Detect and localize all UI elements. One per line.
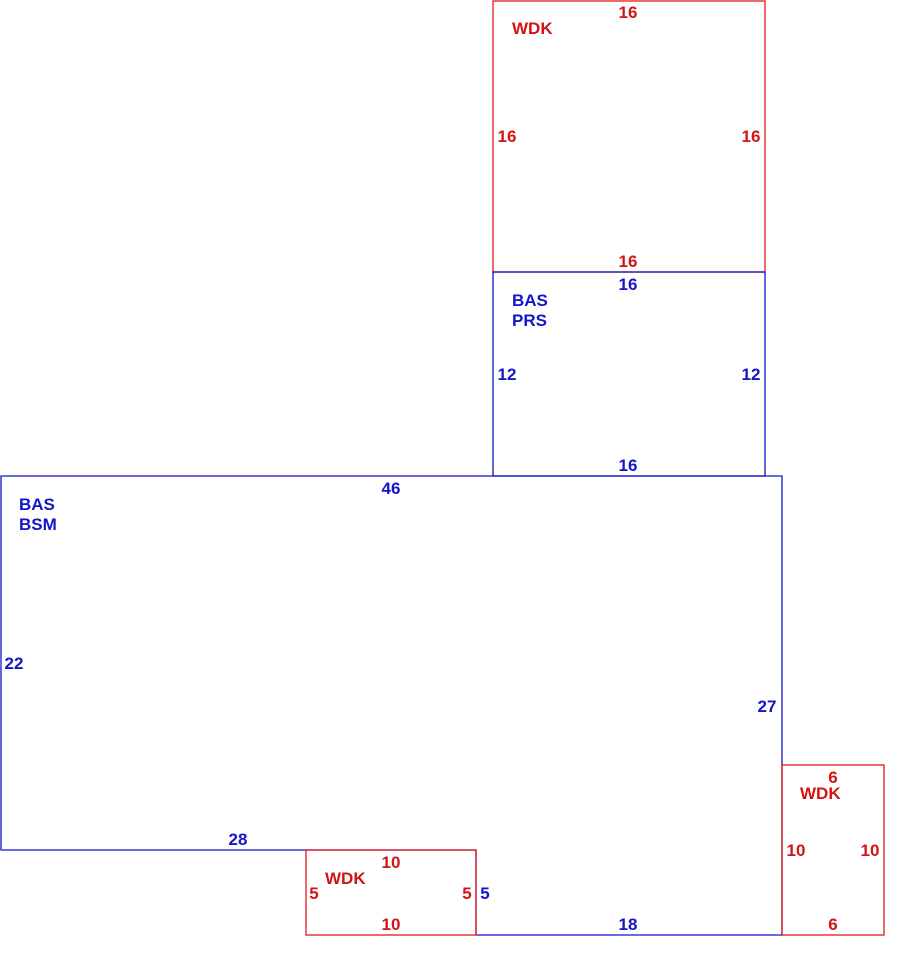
- wdk-top-bottom-dim: 16: [619, 252, 638, 271]
- wdk-bottom-area: WDK 10 5 5 10: [305, 849, 477, 936]
- wdk-right-area: WDK 6 10 10 6: [781, 764, 885, 936]
- wdk-bottom-top-dim: 10: [382, 853, 401, 872]
- wdk-bottom-label: WDK: [325, 869, 366, 888]
- bas-bsm-left-dim: 22: [5, 654, 24, 673]
- bas-prs-label-2: PRS: [512, 311, 547, 330]
- wdk-bottom-outline: [305, 849, 477, 936]
- bas-prs-left-dim: 12: [498, 365, 517, 384]
- wdk-right-top-dim: 6: [828, 768, 837, 787]
- wdk-bottom-bottom-dim: 10: [382, 915, 401, 934]
- bas-bsm-bottom-right-dim: 18: [619, 915, 638, 934]
- wdk-right-left-dim: 10: [787, 841, 806, 860]
- wdk-top-right-dim: 16: [742, 127, 761, 146]
- bas-prs-area: BAS PRS 16 12 12 16: [492, 271, 766, 477]
- wdk-right-label: WDK: [800, 784, 841, 803]
- wdk-top-left-dim: 16: [498, 127, 517, 146]
- bas-prs-right-dim: 12: [742, 365, 761, 384]
- bas-bsm-top-dim: 46: [382, 479, 401, 498]
- wdk-top-label: WDK: [512, 19, 553, 38]
- bas-prs-bottom-dim: 16: [619, 456, 638, 475]
- wdk-bottom-left-dim: 5: [309, 884, 318, 903]
- wdk-top-area: WDK 16 16 16 16: [492, 0, 766, 273]
- bas-prs-label-1: BAS: [512, 291, 548, 310]
- wdk-bottom-right-dim: 5: [462, 884, 471, 903]
- bas-bsm-label-2: BSM: [19, 515, 57, 534]
- wdk-top-outline: [492, 0, 766, 273]
- bas-bsm-notch-dim: 5: [480, 884, 489, 903]
- bas-bsm-label-1: BAS: [19, 495, 55, 514]
- wdk-right-outline: [781, 764, 885, 936]
- bas-bsm-area: BAS BSM 46 22 27 28 5 18: [0, 475, 783, 936]
- bas-bsm-bottom-left-dim: 28: [229, 830, 248, 849]
- bas-prs-top-dim: 16: [619, 275, 638, 294]
- wdk-right-right-dim: 10: [861, 841, 880, 860]
- bas-bsm-right-dim: 27: [758, 697, 777, 716]
- wdk-right-bottom-dim: 6: [828, 915, 837, 934]
- wdk-top-top-dim: 16: [619, 3, 638, 22]
